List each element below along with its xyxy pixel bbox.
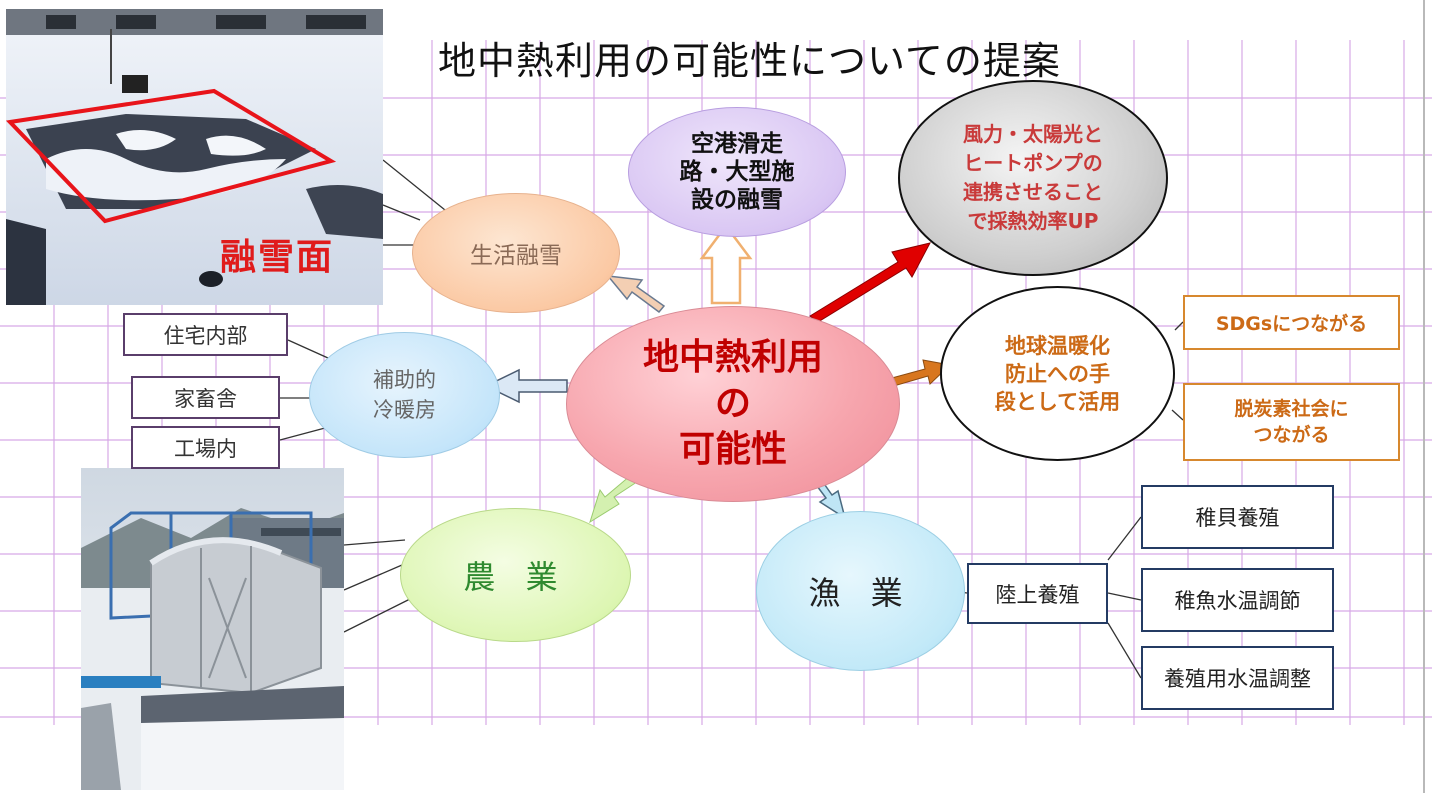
- box-aquaculture-water-temp: 養殖用水温調整: [1141, 646, 1334, 710]
- node-fishery: 漁 業: [756, 511, 965, 671]
- node-fishery-label: 漁 業: [808, 574, 913, 612]
- airport-line-3: 設の融雪: [691, 187, 783, 213]
- wind-line-3: 連携させること: [963, 180, 1103, 204]
- box-house-interior: 住宅内部: [123, 313, 288, 356]
- page-title: 地中熱利用の可能性についての提案: [438, 39, 1061, 83]
- box-sdgs: SDGsにつながる: [1183, 295, 1400, 350]
- wind-line-4: で採熱効率UP: [967, 209, 1099, 233]
- chikyu-line-1: 地球温暖化: [1005, 333, 1110, 358]
- node-agriculture: 農 業: [400, 508, 631, 642]
- airport-line-1: 空港滑走: [691, 131, 783, 157]
- wind-line-1: 風力・太陽光と: [963, 122, 1103, 146]
- node-agriculture-label: 農 業: [463, 558, 568, 596]
- chikyu-line-2: 防止への手: [1005, 361, 1110, 386]
- node-living-snow-melting: 生活融雪: [412, 193, 620, 313]
- hojo-line-2: 冷暖房: [373, 398, 436, 422]
- snow-melting-photo: [6, 9, 383, 305]
- snow-melting-surface-label: 融雪面: [220, 237, 335, 278]
- box-livestock-barn: 家畜舎: [131, 376, 280, 419]
- center-line-1: 地中熱利用: [642, 337, 823, 378]
- airport-line-2: 路・大型施: [679, 159, 795, 185]
- datsu-line-2: つながる: [1253, 424, 1330, 446]
- wind-line-2: ヒートポンプの: [963, 151, 1103, 175]
- center-line-2: の: [714, 383, 751, 424]
- hojo-line-1: 補助的: [373, 368, 436, 392]
- center-node-geothermal: 地中熱利用 の 可能性: [566, 306, 900, 502]
- node-living-snow-melting-label: 生活融雪: [470, 243, 562, 269]
- node-auxiliary-heating-cooling: 補助的 冷暖房: [309, 332, 500, 458]
- box-juvenile-shellfish: 稚貝養殖: [1141, 485, 1334, 549]
- node-wind-solar-heatpump: 風力・太陽光と ヒートポンプの 連携させること で採熱効率UP: [898, 80, 1168, 276]
- center-line-3: 可能性: [678, 429, 787, 470]
- greenhouse-photo: [81, 468, 344, 790]
- box-decarbonized-society: 脱炭素社会に つながる: [1183, 383, 1400, 461]
- box-land-aquaculture: 陸上養殖: [967, 563, 1108, 624]
- node-global-warming-prevention: 地球温暖化 防止への手 段として活用: [940, 286, 1175, 461]
- chikyu-line-3: 段として活用: [994, 389, 1121, 414]
- box-factory-interior: 工場内: [131, 426, 280, 469]
- datsu-line-1: 脱炭素社会に: [1234, 398, 1349, 420]
- box-juvenile-fish-temp: 稚魚水温調節: [1141, 568, 1334, 632]
- node-airport-snow-melting: 空港滑走 路・大型施 設の融雪: [628, 107, 846, 237]
